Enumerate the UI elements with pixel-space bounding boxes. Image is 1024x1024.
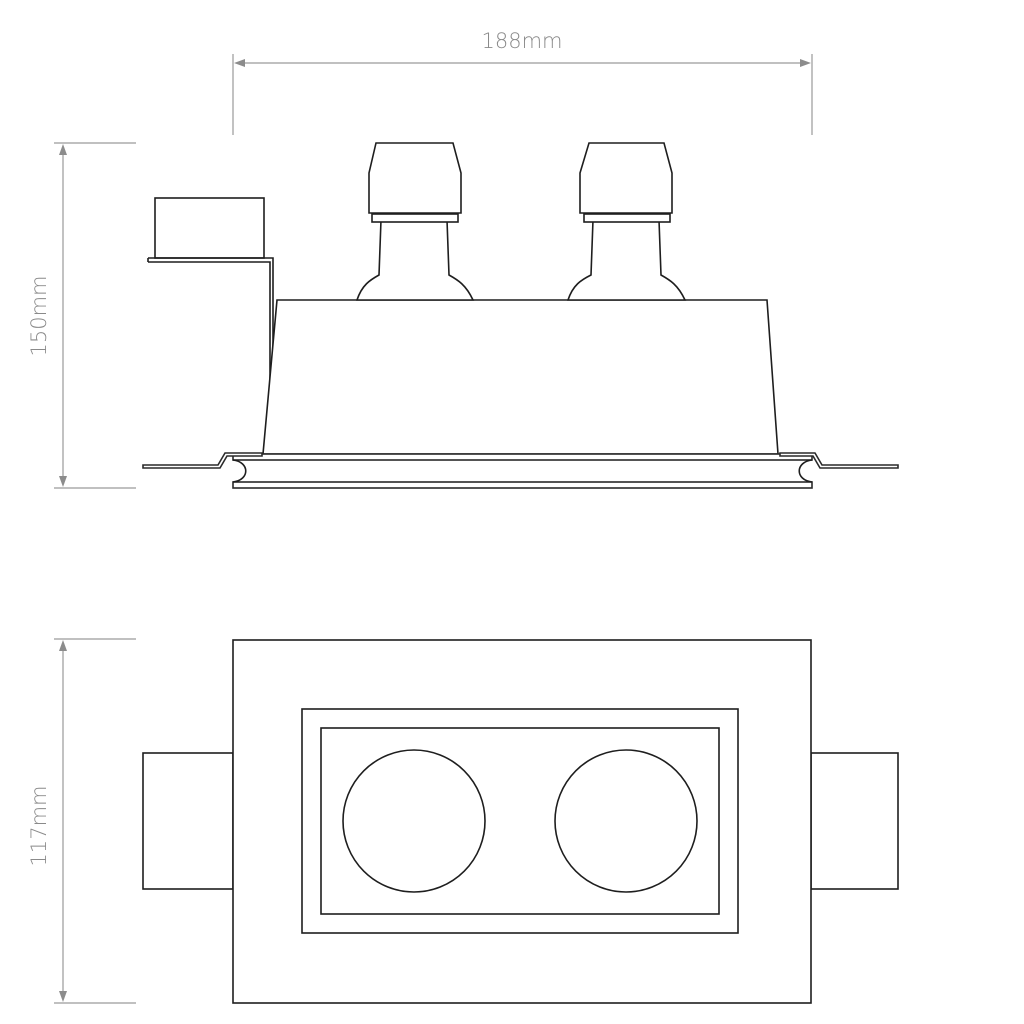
trim-flange <box>142 452 899 489</box>
trim-top-plate <box>232 453 813 461</box>
driver-housing <box>154 197 265 259</box>
depth-label: 117mm <box>27 786 51 867</box>
depth-dimension: 117mm <box>27 638 136 1004</box>
arrow-down-icon <box>59 476 67 487</box>
lamp-bulb-base <box>355 219 475 301</box>
lamp-cap <box>579 142 673 214</box>
side-tab-left <box>142 752 234 890</box>
mounting-bracket <box>147 257 274 396</box>
width-label: 188mm <box>482 29 563 53</box>
side-view: 188mm 150mm <box>27 29 899 489</box>
plaster-fin-left <box>142 452 263 469</box>
height-label: 150mm <box>27 276 51 357</box>
lamp-2 <box>566 142 687 301</box>
height-dimension: 150mm <box>27 142 136 489</box>
lamp-aperture-2 <box>554 749 698 893</box>
arrow-down-icon <box>59 991 67 1002</box>
arrow-up-icon <box>59 144 67 155</box>
lamp-aperture-1 <box>342 749 486 893</box>
trim-bottom-plate <box>232 481 813 489</box>
arrow-right-icon <box>800 59 811 67</box>
lamp-collar <box>371 213 459 223</box>
plaster-fin-right <box>779 452 899 469</box>
side-tab-right <box>810 752 899 890</box>
trim-profile-left <box>232 459 247 483</box>
width-dimension: 188mm <box>232 29 813 135</box>
arrow-up-icon <box>59 640 67 651</box>
lamp-collar <box>583 213 671 223</box>
trim-profile-right <box>798 459 813 483</box>
arrow-left-icon <box>234 59 245 67</box>
lamp-bulb-base <box>566 219 687 301</box>
top-view: 117mm <box>27 638 899 1004</box>
housing-body <box>262 299 779 455</box>
lamp-cap <box>368 142 462 214</box>
lamp-1 <box>355 142 475 301</box>
driver-box <box>147 197 274 396</box>
